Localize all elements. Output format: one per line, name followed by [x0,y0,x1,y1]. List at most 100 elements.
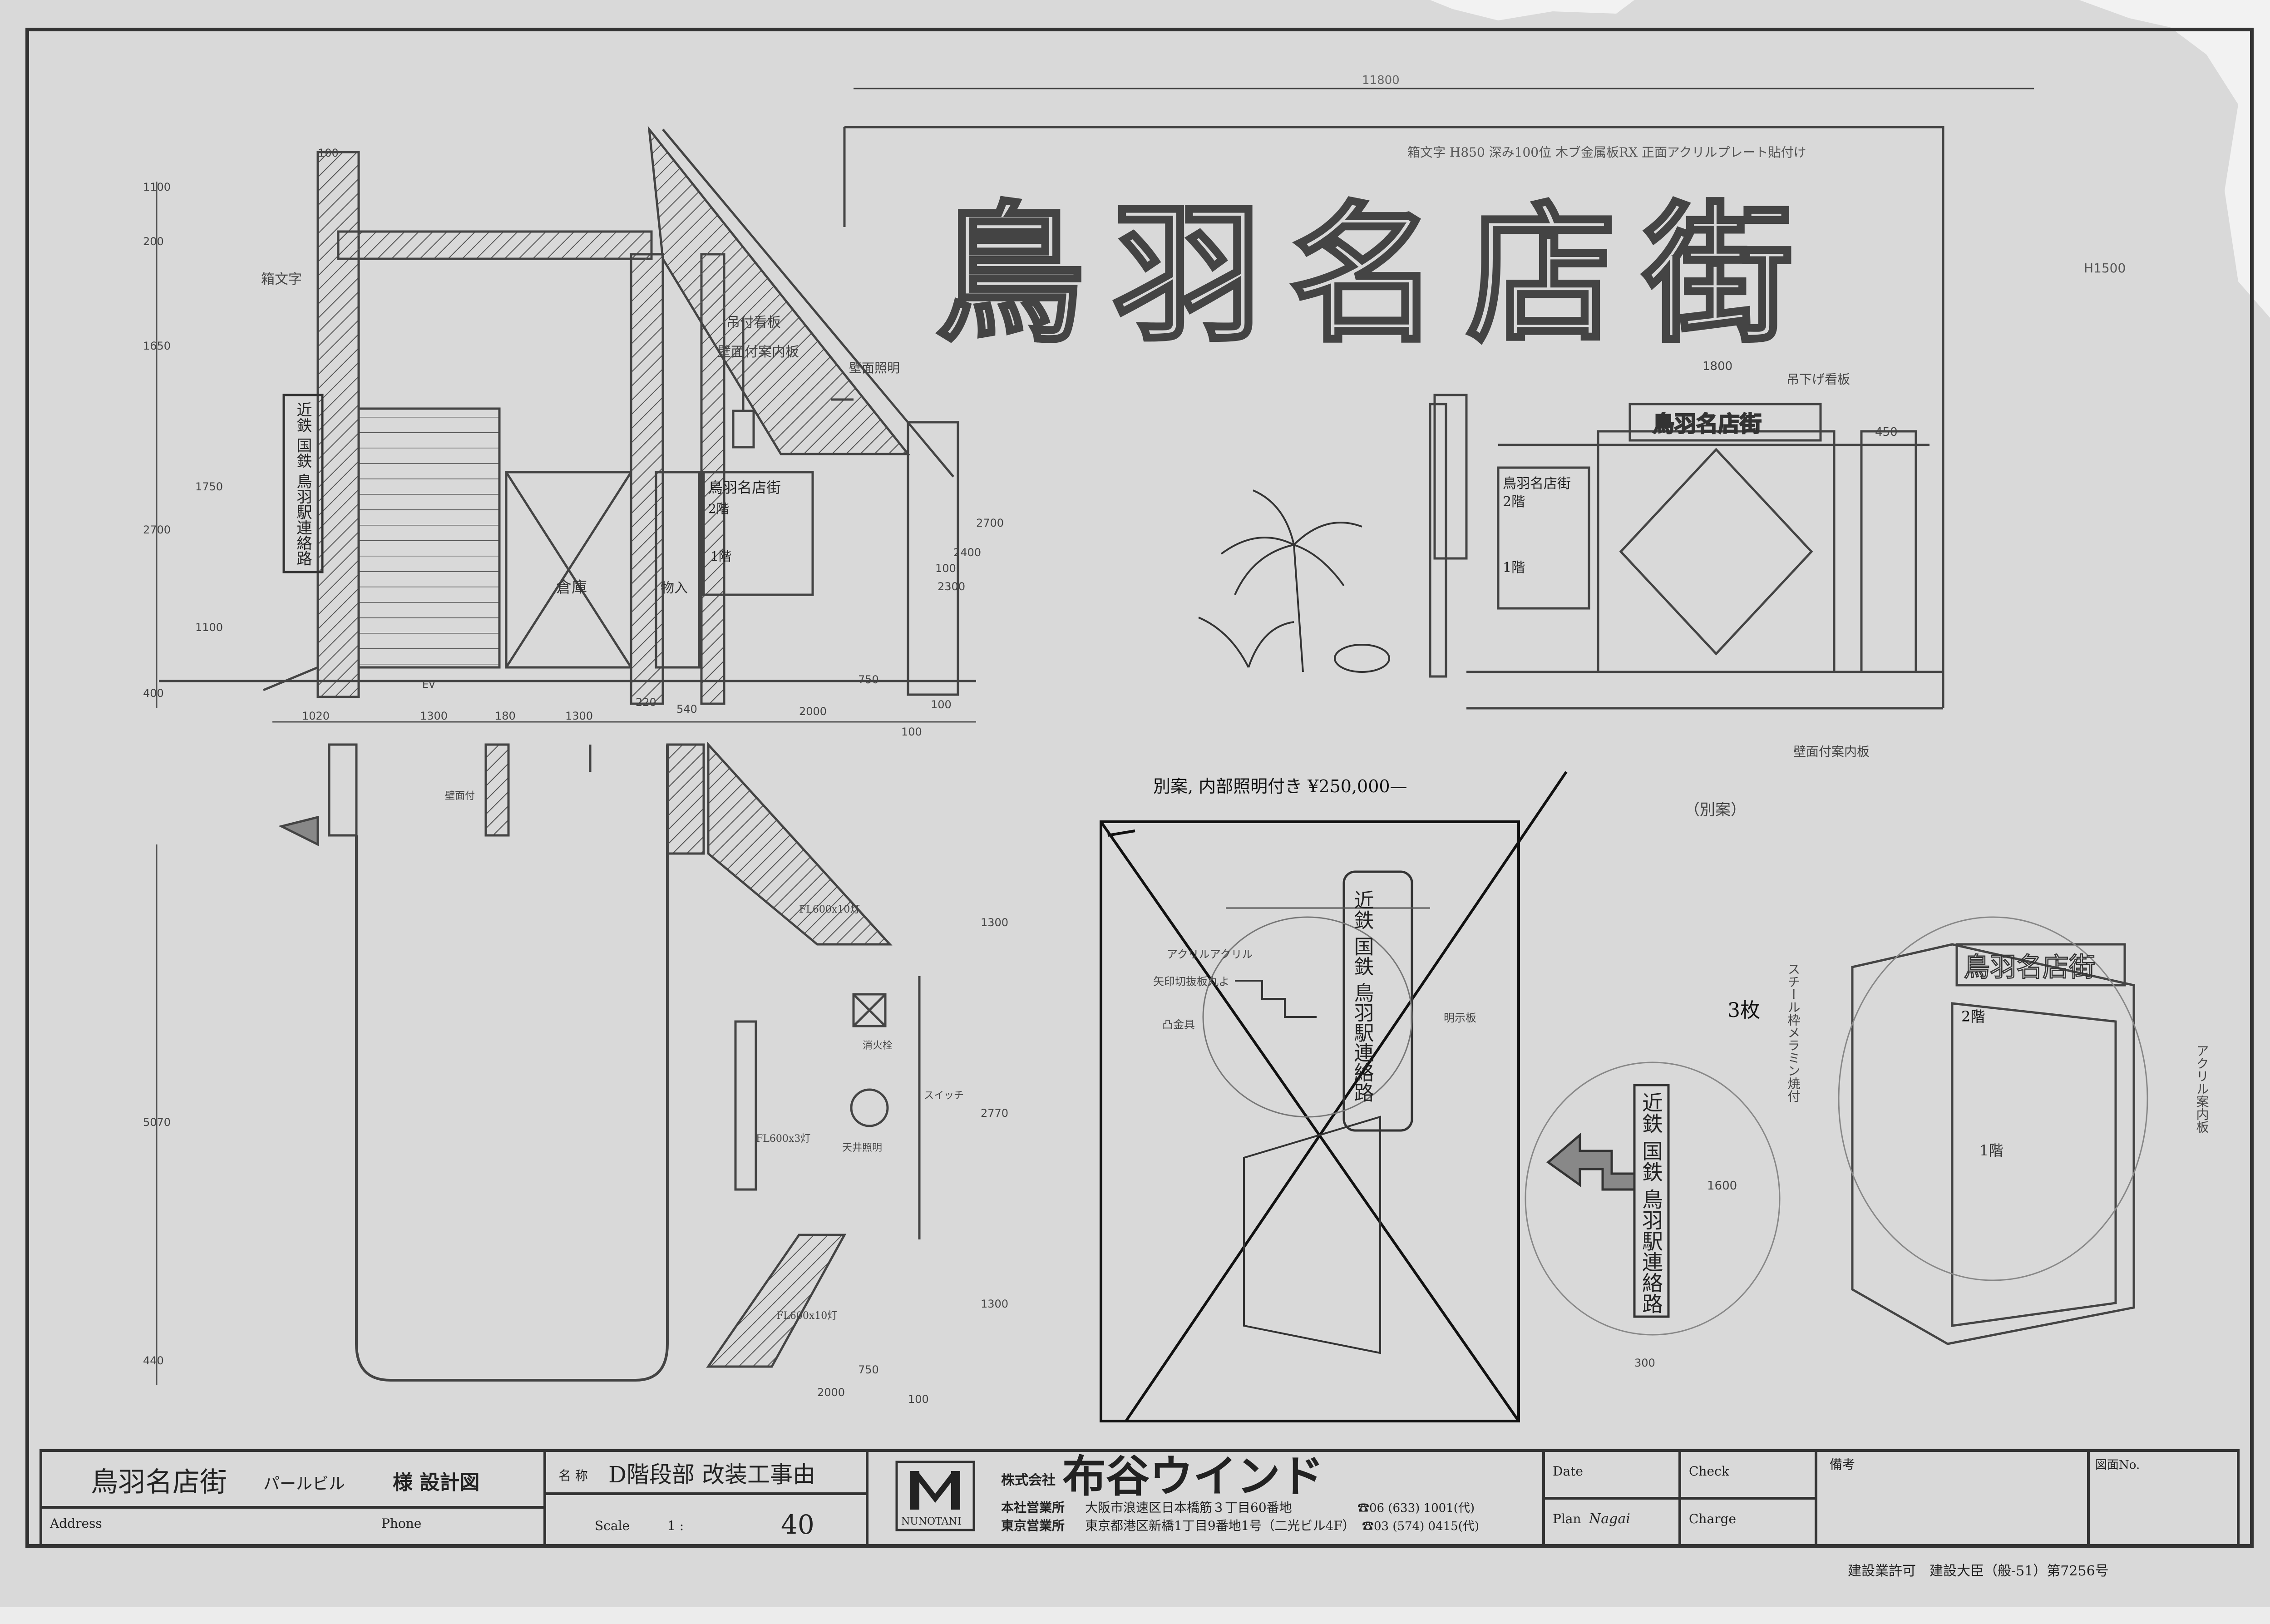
hanging-sign-label: 吊下げ看板 [1786,372,1850,387]
big-sign-text: 鳥羽名店街 [935,186,1821,362]
small-dim2: 300 [1634,1357,1655,1369]
steel-note: スチール枠メラミン焼付 [1786,963,1801,1102]
label-wall-mount: 壁面付案内板 [717,344,799,360]
company-logo-icon [910,1471,960,1510]
plan-dim-5: 440 [143,1354,164,1367]
small-vertical-sign [1525,1061,1781,1336]
charge-label: Charge [1689,1511,1736,1526]
plan-dim-8: 100 [908,1393,929,1406]
dim-right-elev-2: 2400 [953,546,981,559]
panel-note: アクリル案内板 [2195,1044,2210,1133]
vertical-sign-elevation: 近鉄 国鉄 鳥羽駅連絡路 [282,394,324,573]
plan-view [278,741,921,1382]
dim-left-2: 200 [143,235,164,248]
label-hanging: 吊付看板 [726,315,781,331]
sketch-label-4: 明示板 [1444,1012,1476,1024]
date-label: Date [1553,1464,1583,1479]
dim-left-1: 1100 [143,181,171,193]
facade-directory-floor1: 1階 [1503,560,1525,576]
directory-floor1: 1階 [711,549,731,564]
project-name: 鳥羽名店街 [91,1466,227,1498]
design-suffix: 様 設計図 [393,1471,479,1494]
right-elevation-dims: 2700 2400 2300 100 [935,517,1004,593]
office1-label: 本社営業所 [1001,1500,1065,1515]
dim-left-4: 2700 [143,523,171,536]
dim-bottom-8: 750 [858,673,879,686]
dim-bottom-9: 100 [901,726,922,738]
facade-directory-title: 鳥羽名店街 [1503,476,1571,492]
dim-right-elev-3: 2300 [938,580,965,593]
plan-label-7: スイッチ [924,1090,964,1101]
plan-label-4: 壁面付 [445,790,475,802]
elevation-bottom-dimensions: 1020 1300 180 1300 220 540 2000 750 100 … [272,673,976,738]
drawing-no-label: 図面No. [2095,1458,2140,1472]
office2-label: 東京営業所 [1001,1518,1065,1533]
project-sub: パールビル [263,1475,345,1493]
dim-left-6: 400 [143,687,164,700]
office1-tel: ☎06 (633) 1001(代) [1357,1501,1475,1515]
hanging-sign-height: 450 [1875,425,1898,439]
dim-left-7: 100 [318,147,339,159]
label-wall-light: 壁面照明 [849,360,900,375]
plan-label-2: FL600x3灯 [756,1133,810,1145]
plan-dimensions: 5070 1300 2770 1300 440 2000 750 100 [143,844,1008,1406]
panel-floor2: 2階 [1961,1008,1985,1025]
palm-plant [1198,489,1390,673]
company-name: 布谷ウインド [1062,1451,1324,1502]
plan-value: Nagai [1589,1511,1630,1527]
sketch-label-3: 凸金具 [1162,1018,1195,1031]
top-note: 箱文字 H850 深み100位 木ブ金属板RX 正面アクリルプレート貼付け [1407,145,1806,160]
scale-hand: 40 [781,1509,814,1540]
sketch-sign-text: 近鉄 国鉄 鳥羽駅連絡路 [1351,890,1374,1102]
plan-dim-4: 1300 [981,1298,1008,1310]
name-value: D階段部 改装工事由 [608,1461,815,1488]
dim-bottom-5: 220 [636,696,656,709]
office2-addr: 東京都港区新橋1丁目9番地1号（二光ビル4F） [1085,1518,1355,1533]
alt-sketch [1100,771,1568,1422]
office2-tel: ☎03 (574) 0415(代) [1362,1520,1479,1533]
dim-left-5: 1100 [195,621,223,634]
name-label: 名 称 [558,1468,588,1483]
plan-label-3: FL600x10灯 [776,1310,837,1322]
left-dimensions: 1100 200 1650 2700 1100 400 100 1750 [143,147,339,708]
facade-elevation [843,88,2034,710]
plan-dim-7: 750 [858,1363,879,1376]
address-label: Address [49,1516,102,1531]
plan-labels: FL600x10灯 FL600x3灯 FL600x10灯 壁面付 消火栓 天井照… [445,790,964,1322]
alt-note2: （別案） [1684,801,1746,819]
dim-bottom-4: 1300 [565,710,593,722]
dim-bottom-3: 180 [495,710,516,722]
facade-directory-floor2: 2階 [1503,494,1525,510]
dim-bottom-10: 100 [931,698,952,711]
alt-note: 別案, 内部照明付き ¥250,000— [1153,776,1407,796]
dim-left-8: 1750 [195,480,223,493]
small-sign-text: 鳥羽名店街 [1653,411,1762,437]
title-block [39,1449,2240,1547]
dim-bottom-6: 540 [676,703,697,716]
sketch-label-1: アクリルアクリル [1167,948,1253,961]
plan-dim-2: 1300 [981,916,1008,929]
panel-sign [1838,916,2148,1345]
title-block-text: 鳥羽名店街 パールビル 様 設計図 Address Phone 名 称 D階段部… [49,1451,2140,1579]
remarks-label: 備考 [1830,1457,1855,1472]
sketch-labels: アクリルアクリル 矢印切抜板丸よ 凸金具 明示板 [1153,948,1476,1031]
plan-label-6: 天井照明 [842,1142,882,1154]
vertical-sign-text: 近鉄 国鉄 鳥羽駅連絡路 [294,402,312,566]
right-dim: H1500 [2084,261,2126,276]
sketch-label-2: 矢印切抜板丸よ [1153,975,1229,988]
panel-sign-text: 鳥羽名店街 [1964,952,2095,982]
plan-dim-3: 2770 [981,1107,1008,1120]
check-label: Check [1689,1464,1730,1479]
label-ev: EV [422,679,435,691]
hanging-sign-dim: 1800 [1702,360,1732,373]
directory-title: 鳥羽名店街 [708,479,781,496]
small-dim: 1600 [1707,1179,1737,1193]
plan-label: Plan [1553,1511,1581,1526]
license-text: 建設業許可 建設大臣（般-51）第7256号 [1848,1563,2109,1579]
plan-dim-1: 5070 [143,1116,171,1129]
wall-sign-label: 壁面付案内板 [1793,744,1870,759]
small-sign-vertical-text: 近鉄 国鉄 鳥羽駅連絡路 [1639,1092,1663,1314]
top-dim: 11800 [1362,74,1400,87]
logo-text: NUNOTANI [901,1516,961,1527]
plan-label-5: 消火栓 [863,1040,893,1051]
